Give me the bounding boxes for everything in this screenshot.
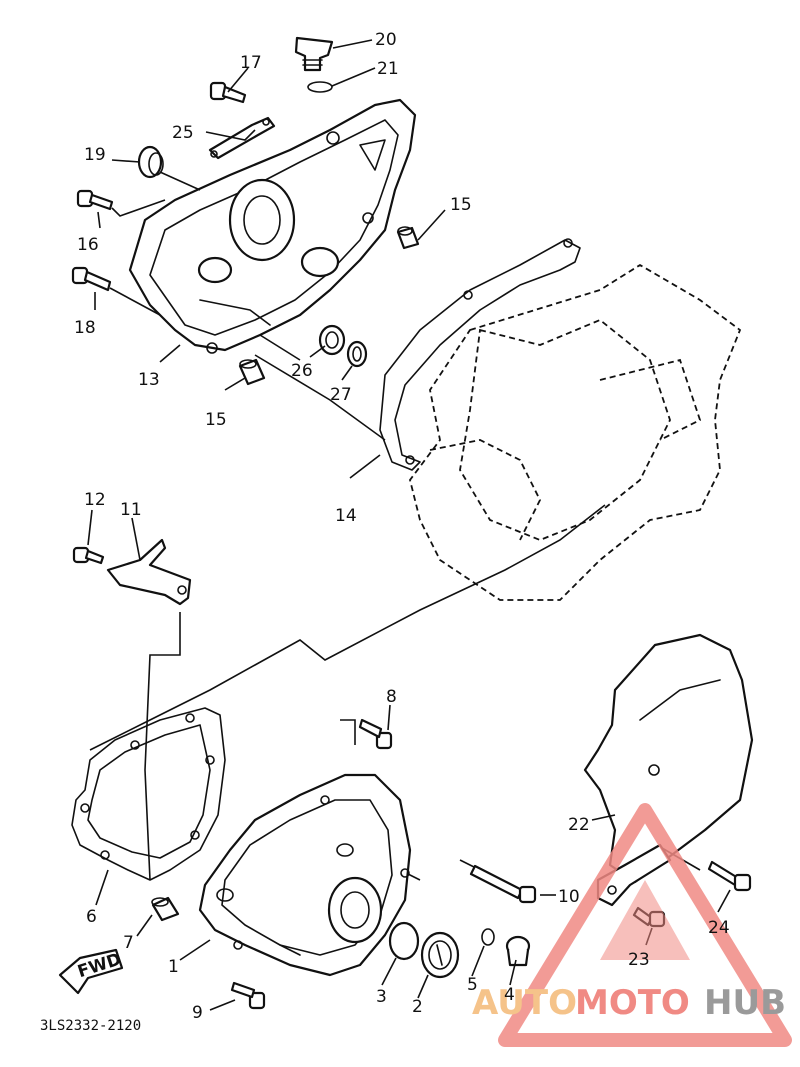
callout-10: 10 [558,887,580,907]
grommet-19 [137,145,164,179]
guide-11 [106,538,192,606]
watermark-text-auto: AUTO [472,983,577,1023]
dowel-pin-7 [151,896,180,922]
callout-21: 21 [377,59,399,79]
clamp-25 [208,116,276,160]
screw-12 [72,546,105,565]
callout-5: 5 [467,975,478,995]
callout-7: 7 [123,933,134,953]
callout-20: 20 [375,30,397,50]
callout-2: 2 [412,997,423,1017]
bolt-10 [469,864,537,904]
callout-18: 18 [74,318,96,338]
plug-2 [420,931,460,979]
oil-filler-plug-20 [294,36,334,72]
dowel-pin-15-upper [396,226,420,250]
plug-4 [505,935,531,967]
watermark-logo: AUTO MOTO HUB [472,803,792,1047]
callout-4: 4 [504,985,515,1005]
crankcase-gasket-6 [71,707,226,881]
drawing-code: 3LS2332-2120 [40,1018,141,1034]
bolt-24 [707,860,752,892]
callout-13: 13 [138,370,160,390]
fwd-label: FWD [75,950,123,983]
dowel-pin-15-lower [238,358,266,386]
callout-3: 3 [376,987,387,1007]
bolt-9 [230,981,266,1010]
upper-leaders [94,39,446,479]
engine-block-outline [409,263,742,601]
callout-16: 16 [77,235,99,255]
callout-23: 23 [628,950,650,970]
crankcase-cover-13 [128,98,417,354]
callout-26: 26 [291,361,313,381]
watermark-text-hub: HUB [704,983,786,1023]
callout-1: 1 [168,957,179,977]
sprocket-cover-bracket [596,843,672,907]
callout-12: 12 [84,490,106,510]
callout-9: 9 [192,1003,203,1023]
callout-numbers: 20 21 17 25 19 16 15 18 13 26 27 15 14 1… [74,30,730,1023]
callout-25: 25 [172,123,194,143]
callout-19: 19 [84,145,106,165]
crankcase-cover-1 [198,773,412,977]
gasket-3 [388,921,420,961]
lower-leaders [87,509,731,1011]
bolt-18 [71,266,112,292]
callout-11: 11 [120,500,142,520]
fwd-arrow-icon: FWD [58,948,124,995]
oil-seal-26 [318,324,346,356]
callout-24: 24 [708,918,730,938]
circlip-27 [346,340,368,368]
callout-15a: 15 [450,195,472,215]
o-ring-5 [481,928,495,946]
callout-6: 6 [86,907,97,927]
bolt-16 [76,189,114,211]
watermark-triangle-icon [498,803,792,1047]
callout-14: 14 [335,506,357,526]
bolt-17 [209,81,247,104]
callout-27: 27 [330,385,352,405]
callout-15b: 15 [205,410,227,430]
callout-17: 17 [240,53,262,73]
watermark-text-moto: MOTO [575,983,690,1023]
o-ring-21 [307,81,333,93]
bolt-8 [358,718,393,750]
crankcase-gasket-upper [379,238,581,471]
callout-8: 8 [386,687,397,707]
callout-22: 22 [568,815,590,835]
